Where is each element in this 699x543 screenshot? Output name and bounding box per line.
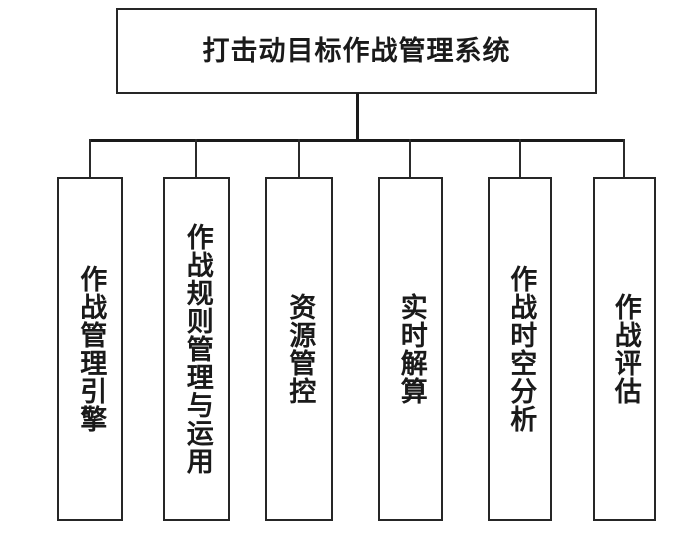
child-node-box-5[interactable]: 作战时空分析 [488,177,552,521]
connector-trunk-vertical [356,93,359,140]
connector-horizontal-bus [89,139,625,142]
child-node-box-2[interactable]: 作战规则管理与运用 [163,177,230,521]
child-node-label-5: 作战时空分析 [505,265,537,433]
connector-drop-2 [195,139,197,177]
child-node-box-1[interactable]: 作战管理引擎 [57,177,123,521]
child-node-box-3[interactable]: 资源管控 [265,177,333,521]
child-node-box-6[interactable]: 作战评估 [593,177,656,521]
child-node-label-1: 作战管理引擎 [75,265,107,433]
child-node-label-2: 作战规则管理与运用 [181,223,213,475]
connector-drop-3 [298,139,300,177]
child-node-label-3: 资源管控 [284,293,316,405]
root-node-box[interactable]: 打击动目标作战管理系统 [116,8,597,94]
connector-drop-4 [409,139,411,177]
connector-drop-6 [623,139,625,177]
connector-drop-5 [519,139,521,177]
connector-drop-1 [89,139,91,177]
child-node-box-4[interactable]: 实时解算 [378,177,443,521]
child-node-label-6: 作战评估 [609,293,641,405]
root-node-label: 打击动目标作战管理系统 [202,35,511,67]
child-node-label-4: 实时解算 [395,293,427,405]
